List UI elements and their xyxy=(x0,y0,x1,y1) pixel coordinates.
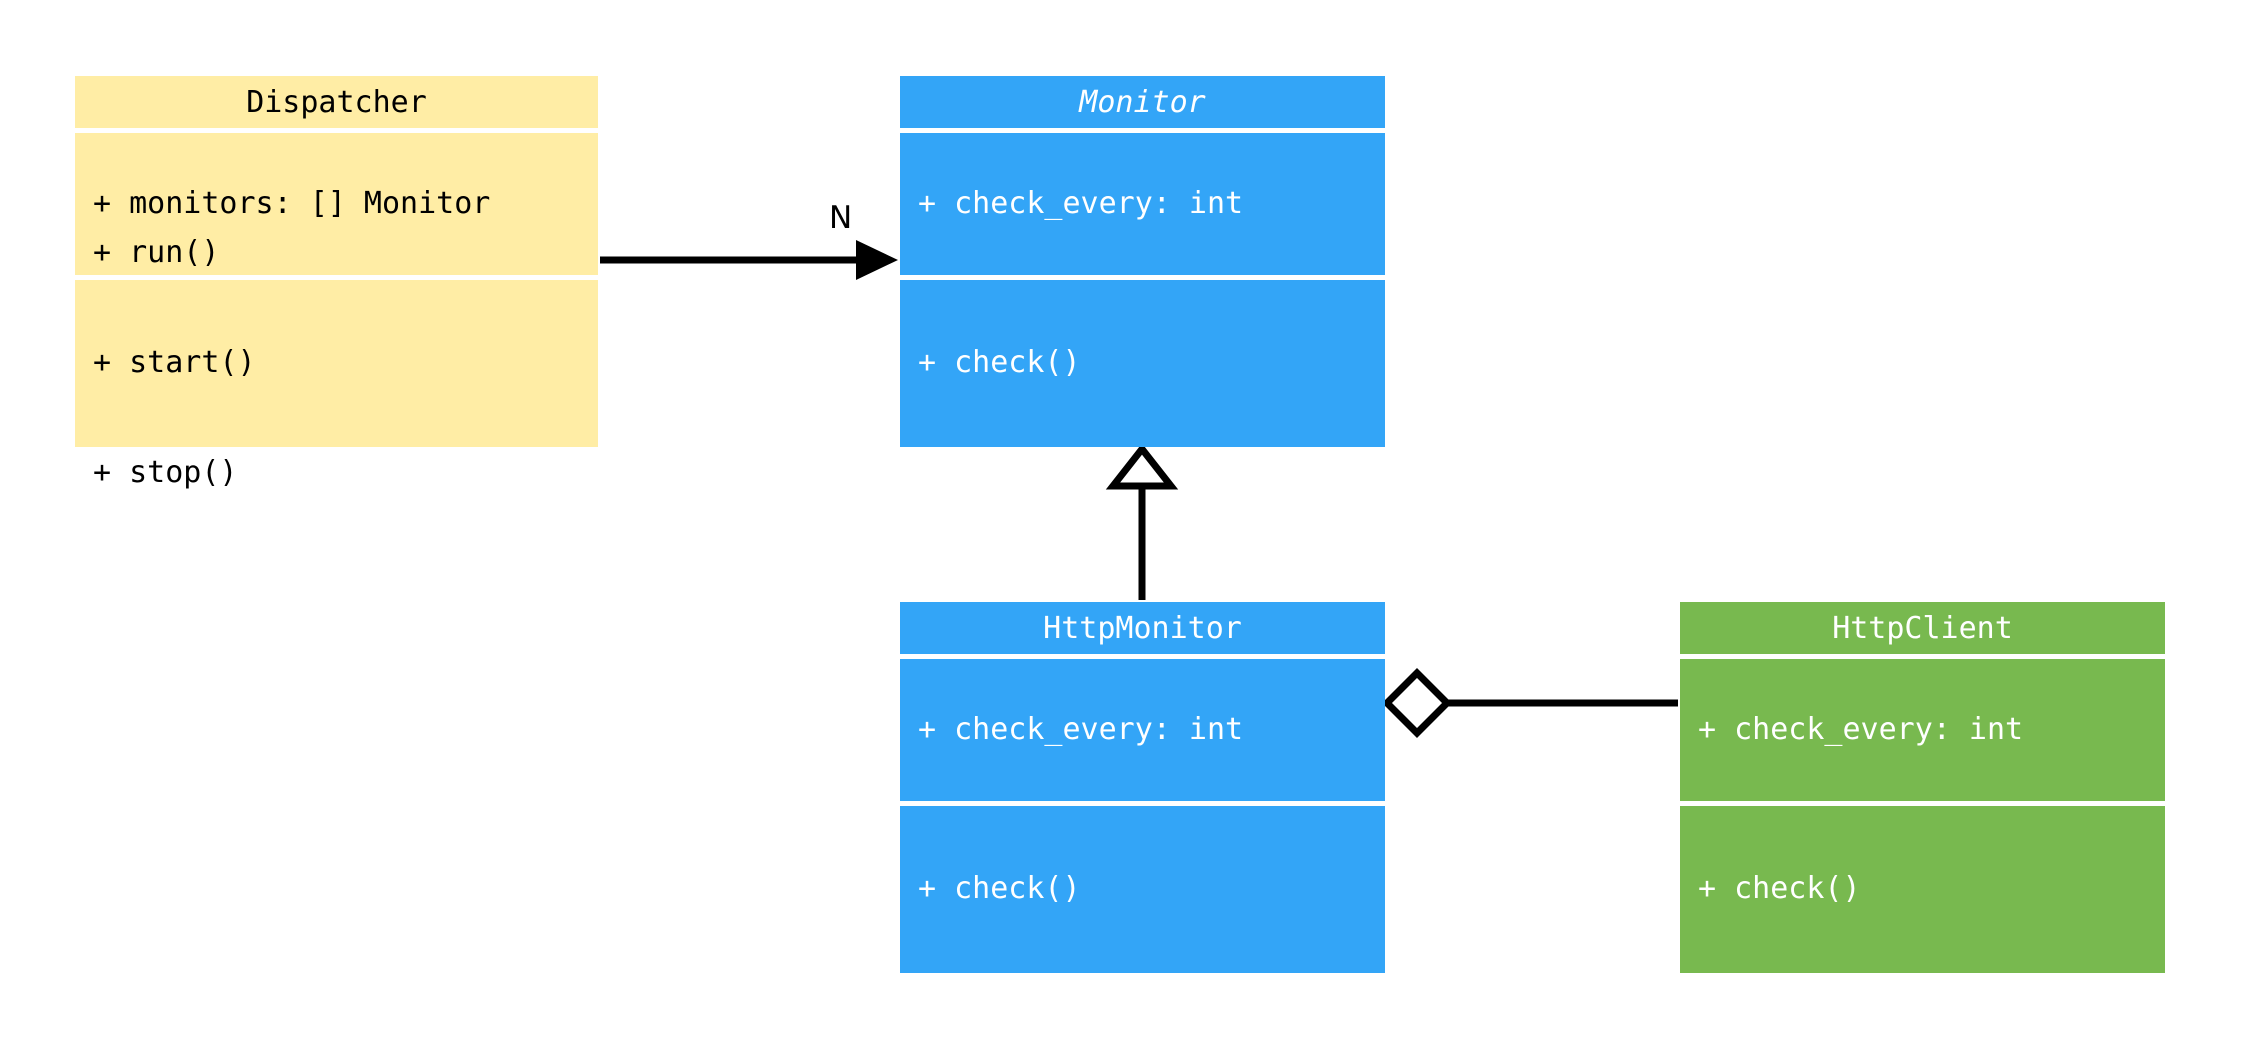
attribute-item: + monitors: [] Monitor xyxy=(93,185,491,221)
attribute-list-http-client: + check_every: int xyxy=(1680,639,2165,822)
method-item: + check() xyxy=(1698,871,1861,907)
class-box-http-client[interactable]: HttpClient + check_every: int + check() xyxy=(1680,602,2165,973)
class-name-monitor: Monitor xyxy=(1079,84,1206,120)
method-list-http-monitor: + check() xyxy=(900,798,1385,981)
method-item: + start() xyxy=(93,345,256,381)
class-attributes-monitor: + check_every: int xyxy=(900,133,1385,275)
class-header-http-client: HttpClient xyxy=(1680,602,2165,654)
class-attributes-http-monitor: + check_every: int xyxy=(900,659,1385,801)
class-name-http-client: HttpClient xyxy=(1832,610,2013,646)
method-item: + check() xyxy=(918,345,1081,381)
method-list-monitor: + check() xyxy=(900,272,1385,455)
method-item: + stop() xyxy=(93,454,238,490)
attribute-item: + check_every: int xyxy=(918,185,1244,221)
class-name-dispatcher: Dispatcher xyxy=(246,84,427,120)
aggregation-httpmonitor-httpclient xyxy=(1382,668,1678,738)
class-box-monitor[interactable]: Monitor + check_every: int + check() xyxy=(900,76,1385,447)
class-header-http-monitor: HttpMonitor xyxy=(900,602,1385,654)
class-attributes-http-client: + check_every: int xyxy=(1680,659,2165,801)
association-multiplicity-label: N xyxy=(829,200,853,236)
class-box-http-monitor[interactable]: HttpMonitor + check_every: int + check() xyxy=(900,602,1385,973)
generalization-httpmonitor-monitor xyxy=(1105,443,1179,600)
attribute-list-monitor: + check_every: int xyxy=(900,113,1385,296)
class-box-dispatcher[interactable]: Dispatcher + monitors: [] Monitor + run(… xyxy=(75,76,598,490)
method-item: + run() xyxy=(93,235,220,271)
attribute-list-dispatcher: + monitors: [] Monitor xyxy=(75,113,598,296)
association-dispatcher-monitor xyxy=(600,240,898,280)
class-methods-monitor: + check() xyxy=(900,280,1385,447)
attribute-item: + check_every: int xyxy=(1698,711,2024,747)
class-methods-dispatcher: + run() + start() + stop() xyxy=(75,235,598,490)
class-name-http-monitor: HttpMonitor xyxy=(1043,610,1242,646)
class-attributes-dispatcher: + monitors: [] Monitor xyxy=(75,133,598,275)
class-methods-http-client: + check() xyxy=(1680,806,2165,973)
class-header-dispatcher: Dispatcher xyxy=(75,76,598,128)
method-item: + check() xyxy=(918,871,1081,907)
attribute-list-http-monitor: + check_every: int xyxy=(900,639,1385,822)
attribute-item: + check_every: int xyxy=(918,711,1244,747)
method-list-http-client: + check() xyxy=(1680,798,2165,981)
method-list-dispatcher: + run() + start() + stop() xyxy=(75,162,598,565)
class-methods-http-monitor: + check() xyxy=(900,806,1385,973)
class-header-monitor: Monitor xyxy=(900,76,1385,128)
